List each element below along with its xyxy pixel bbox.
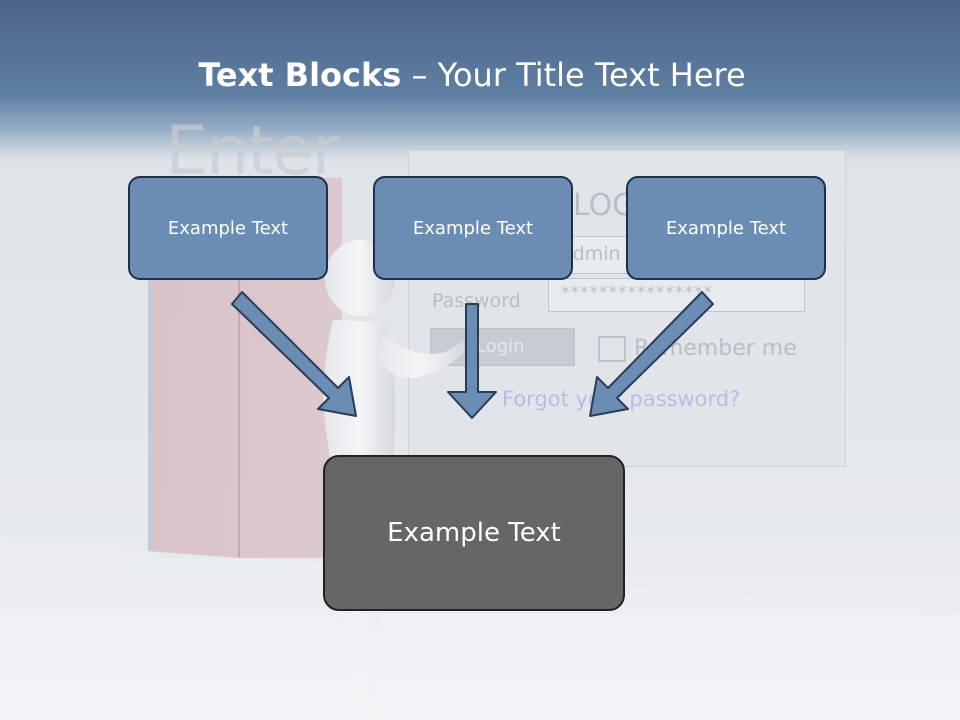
text-block-3-label: Example Text — [665, 217, 787, 239]
text-block-2-label: Example Text — [412, 217, 534, 239]
background-password-mask: **************** — [561, 283, 713, 303]
text-block-center-label: Example Text — [387, 518, 561, 548]
text-block-1[interactable]: Example Text — [128, 176, 328, 280]
background-password-label: Password — [432, 290, 521, 312]
arrow-right-icon — [589, 291, 714, 417]
text-block-1-label: Example Text — [167, 217, 289, 239]
background-door-seam — [238, 280, 240, 558]
background-username-value: admin — [561, 243, 621, 265]
arrow-left-icon — [231, 291, 357, 417]
text-block-3[interactable]: Example Text — [626, 176, 826, 280]
background-login-button-label: Login — [476, 336, 525, 357]
title-separator: – — [411, 56, 428, 94]
title-rest: Your Title Text Here — [437, 56, 746, 94]
text-block-center[interactable]: Example Text — [323, 455, 625, 611]
background-remember-checkbox — [598, 336, 626, 362]
title-bold-part: Text Blocks — [198, 56, 402, 94]
arrow-center-icon — [447, 303, 497, 419]
text-block-2[interactable]: Example Text — [373, 176, 573, 280]
background-login-title: LOG — [573, 188, 636, 223]
background-password-field: **************** — [548, 278, 805, 312]
page-title: Text Blocks – Your Title Text Here — [0, 56, 944, 94]
